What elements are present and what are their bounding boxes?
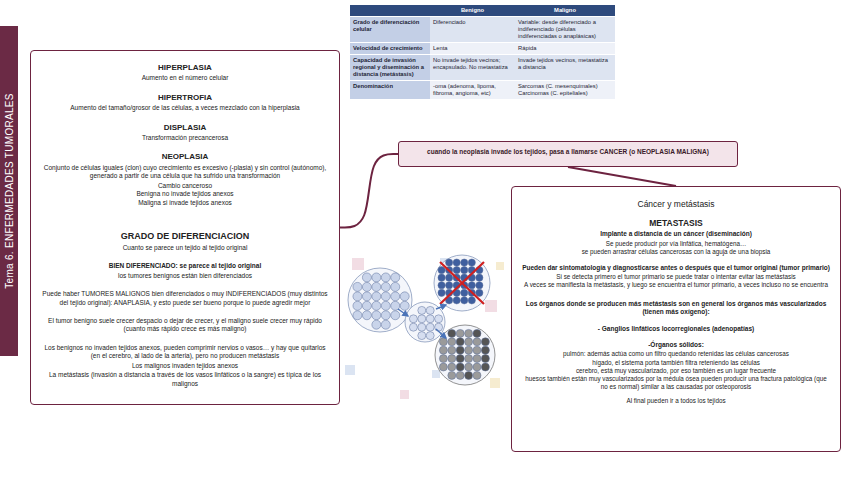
body-text: se pueden arrastrar células cancerosas c… [522,248,830,256]
table-cell: Sarcomas (C. mesenquimales) Carcinomas (… [515,81,615,100]
body-text: cuando la neoplasia invade los tejidos, … [407,148,729,155]
decor-square [496,262,504,270]
cell-cluster [435,325,495,385]
cell-cluster [434,255,490,311]
body-text: Los benignos no invaden tejidos anexos, … [41,344,329,361]
heading-text: METASTASIS [522,218,830,229]
decor-square [400,390,409,399]
decor-square [490,378,500,388]
body-text: Maligna si invade tejidos anexos [41,199,329,207]
decor-square [345,365,355,375]
body-text: Al final pueden ir a todos los tejidos [522,397,830,405]
table-header: Maligno [515,5,615,17]
body-text: hígado, el sistema porta también filtra … [522,359,830,367]
body-text: Conjunto de células iguales (clon) cuyo … [41,164,329,181]
table-cell: -oma (adenoma, lipoma, fibroma, angioma,… [430,81,515,100]
cell-cluster [405,302,445,342]
table-corner [350,5,430,17]
body-text: Cambio canceroso [41,182,329,190]
table-cell: Invade tejidos vecinos, metastatiza a di… [515,55,615,81]
body-text: Cáncer y metástasis [522,199,830,210]
decor-square [485,300,497,312]
body-text: Se puede producir por vía linfática, hem… [522,240,830,248]
cell-cluster [348,268,412,332]
mindmap-connector [568,167,676,186]
title-band: Tema 6. ENFERMEDADES TUMORALES [0,26,18,356]
process-arrow [398,309,408,316]
body-text: Si se detecta primero el tumor primario … [522,273,830,281]
body-text: La metástasis (invasión a distancia a tr… [41,371,329,388]
process-arrow [436,329,446,338]
table-cell: Grado de diferenciación celular [350,17,430,43]
heading-text: DISPLASIA [41,123,329,133]
body-text: A veces se manifiesta la metástasis, y l… [522,281,830,289]
table-cell: Denominación [350,81,430,100]
body-text: pulmón: además actúa como un filtro qued… [522,350,830,358]
concept-box: Cáncer y metástasisMETASTASISImplante a … [511,186,841,452]
concept-box: HIPERPLASIAAumento en el número celularH… [30,50,340,405]
heading-text: -Órganos sólidos: [522,341,830,349]
body-text: Tema 6. ENFERMEDADES TUMORALES [4,93,15,289]
body-text: Puede haber TUMORES MALIGNOS bien difere… [41,290,329,307]
body-text: Los malignos invaden tejidos anexos [41,362,329,370]
mindmap-connector [340,154,398,228]
heading-text: GRADO DE DIFERENCIACION [41,231,329,243]
heading-text: Pueden dar sintomatología y diagnosticar… [522,264,830,272]
table-cell: No invade tejidos vecinos; encapsulado. … [430,55,515,81]
body-text: Aumento en el número celular [41,74,329,82]
table-cell: Rápida [515,43,615,55]
table-header: Benigno [430,5,515,17]
body-text: los tumores benignos están bien diferenc… [41,272,329,280]
table-cell: Velocidad de crecimiento [350,43,430,55]
heading-text: NEOPLASIA [41,152,329,162]
body-text: cerebro, está muy vascularizado, por eso… [522,367,830,375]
table-cell: Variable: desde diferenciado a indiferen… [515,17,615,43]
decor-square [352,258,364,270]
body-text: huesos también están muy vascularizados … [522,375,830,391]
heading-text: HIPERTROFIA [41,93,329,103]
table-cell: Lenta [430,43,515,55]
process-arrow [436,305,446,309]
body-text: El tumor benigno suele crecer despacio o… [41,317,329,334]
body-text: Aumento del tamaño/grosor de las células… [41,104,329,112]
heading-text: HIPERPLASIA [41,63,329,73]
body-text: Transformación precancerosa [41,134,329,142]
callout-box: cuando la neoplasia invade los tejidos, … [398,141,738,167]
heading-text: - Ganglios linfáticos locorregionales (a… [522,325,830,333]
table-cell: Diferenciado [430,17,515,43]
heading-text: BIEN DIFERENCIADO: se parece al tejido o… [41,262,329,270]
table-cell: Capacidad de invasión regional y disemin… [350,55,430,81]
heading-text: Implante a distancia de un cáncer (disem… [522,230,830,238]
heading-text: Los órganos donde se producen más metást… [522,300,830,317]
decor-square [432,370,440,378]
body-text: Benigna no invade tejidos anexos [41,190,329,198]
comparison-table: BenignoMalignoGrado de diferenciación ce… [350,5,615,100]
body-text: Cuanto se parece un tejido al tejido ori… [41,244,329,252]
